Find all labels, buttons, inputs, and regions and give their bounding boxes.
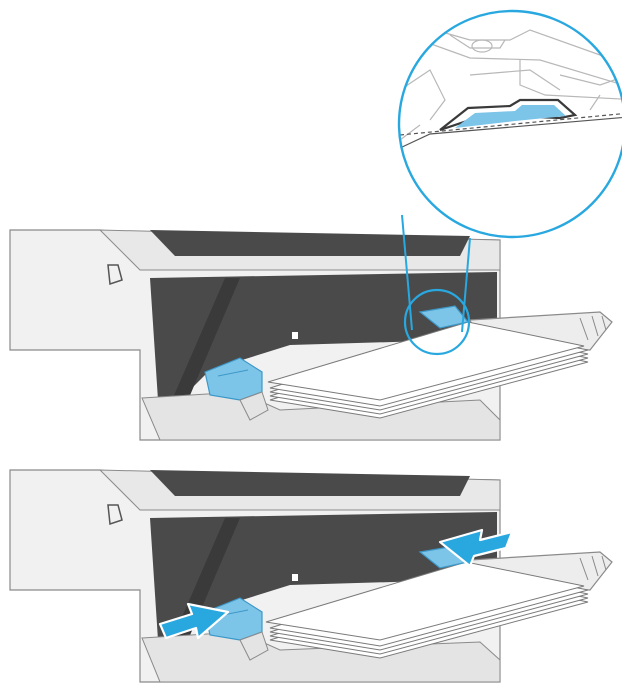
paper-stack-top [267, 321, 589, 419]
callout-line-right [461, 237, 471, 333]
extension-ridges-bottom [579, 555, 607, 581]
zoom-paper-edge [399, 111, 622, 136]
side-latch-icon [107, 264, 123, 286]
left-paper-guide-bottom [204, 597, 269, 661]
output-slot [150, 230, 470, 256]
tray-cavity-bottom [150, 512, 497, 640]
paper-stack-bottom [265, 561, 589, 659]
arrow-left-icon [438, 528, 514, 568]
bottom-panel [9, 469, 613, 683]
side-latch-icon-bottom [107, 504, 123, 526]
top-panel [9, 9, 622, 441]
extension-ridges [579, 315, 607, 341]
sensor-window-bottom [292, 574, 298, 581]
output-slot-bottom [150, 470, 470, 496]
arrow-right-icon [158, 602, 230, 640]
zoom-guide-tab [455, 105, 566, 128]
cavity-strut-bottom [172, 518, 240, 640]
left-paper-guide [204, 357, 269, 421]
cavity-strut [172, 278, 240, 400]
zoom-callout [397, 9, 622, 239]
callout-source-circle [403, 288, 471, 356]
callout-line-left [401, 214, 413, 331]
sensor-window [292, 332, 298, 339]
